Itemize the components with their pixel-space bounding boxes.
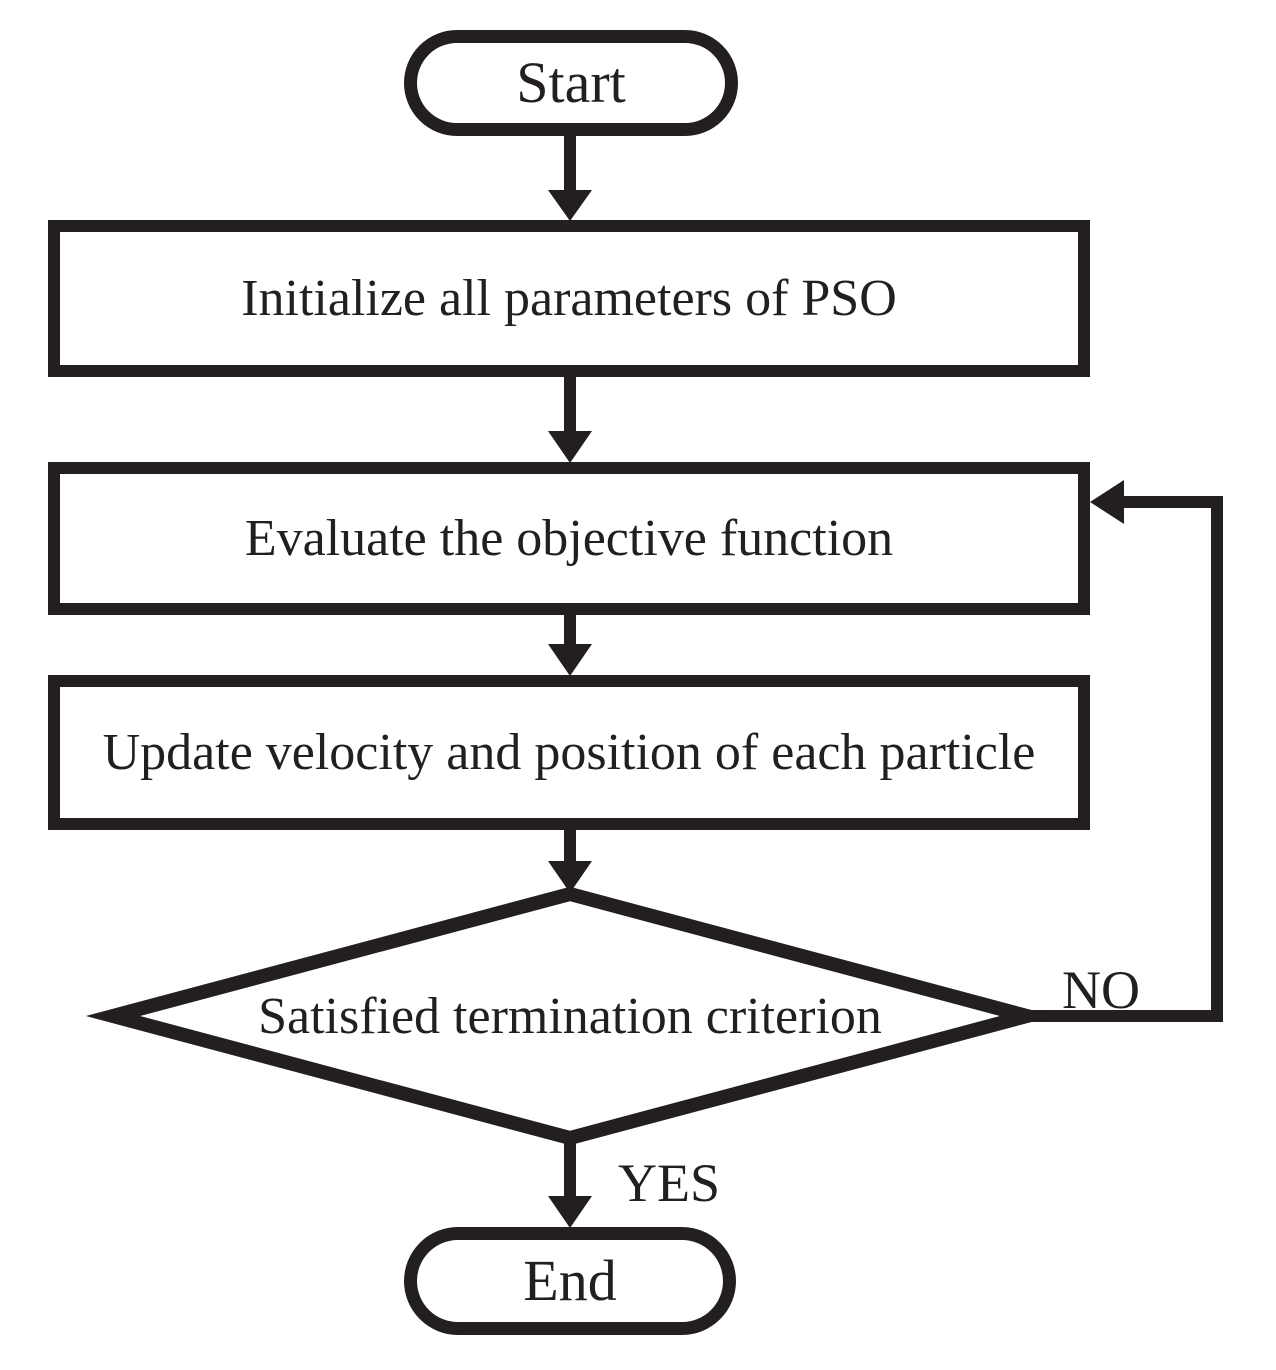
node-evaluate: Evaluate the objective function [48, 462, 1090, 615]
node-end: End [404, 1227, 736, 1335]
arrow-initialize-to-evaluate [548, 374, 592, 463]
decision-diamond-shape [85, 886, 1055, 1146]
node-start-label: Start [516, 50, 626, 116]
node-update: Update velocity and position of each par… [48, 675, 1090, 830]
arrow-update-to-decision [548, 827, 592, 893]
node-update-label: Update velocity and position of each par… [102, 723, 1036, 781]
edge-label-no: NO [1062, 960, 1140, 1020]
arrow-evaluate-to-update [548, 612, 592, 676]
node-end-label: End [523, 1248, 617, 1314]
arrow-decision-no-feedback [1022, 480, 1223, 1022]
node-start: Start [404, 30, 738, 136]
node-decision-label: Satisfied termination criterion [258, 987, 882, 1045]
node-initialize-label: Initialize all parameters of PSO [241, 269, 897, 327]
node-decision: Satisfied termination criterion [113, 894, 1027, 1138]
node-evaluate-label: Evaluate the objective function [244, 509, 894, 567]
arrow-start-to-initialize [548, 132, 592, 221]
node-initialize: Initialize all parameters of PSO [48, 220, 1090, 377]
arrow-decision-to-end-yes [548, 1136, 592, 1228]
edge-label-yes: YES [618, 1153, 721, 1213]
